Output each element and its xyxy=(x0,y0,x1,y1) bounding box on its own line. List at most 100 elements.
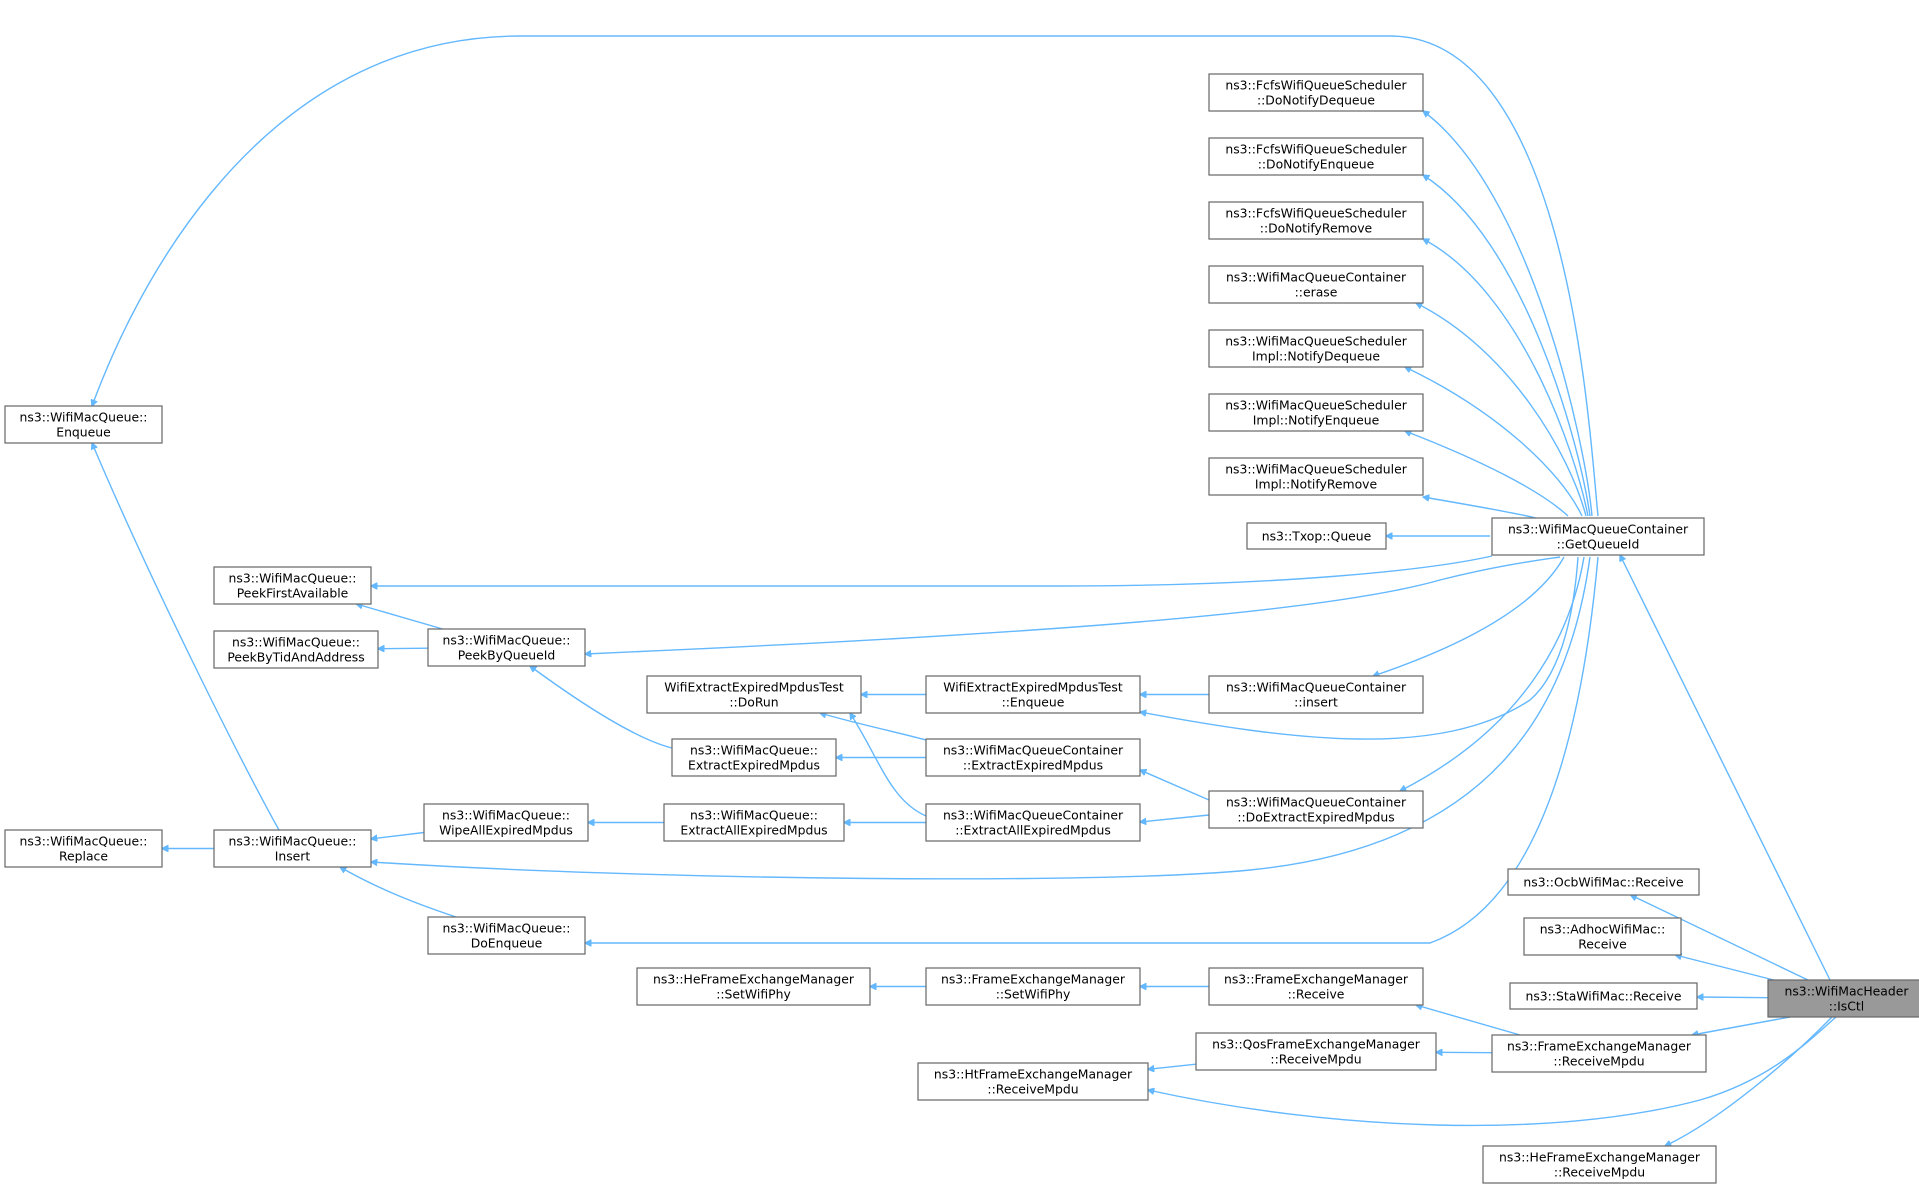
node-box[interactable] xyxy=(1507,868,1700,896)
node-test-dorun[interactable]: WifiExtractExpiredMpdusTest::DoRun xyxy=(646,675,862,714)
node-box[interactable] xyxy=(671,738,837,777)
node-fcfs-rem[interactable]: ns3::FcfsWifiQueueScheduler::DoNotifyRem… xyxy=(1208,201,1424,240)
node-fcfs-enq[interactable]: ns3::FcfsWifiQueueScheduler::DoNotifyEnq… xyxy=(1208,137,1424,176)
node-label: ::erase xyxy=(1295,285,1338,300)
node-label: ns3::FrameExchangeManager xyxy=(1507,1039,1692,1054)
node-label: ns3::WifiMacHeader xyxy=(1785,984,1910,999)
node-box[interactable] xyxy=(1208,790,1424,829)
edge-q_insert-to-q_doenqueue xyxy=(340,867,457,918)
node-box[interactable] xyxy=(636,967,871,1006)
node-label: ns3::HeFrameExchangeManager xyxy=(1499,1150,1701,1165)
node-q-doenqueue[interactable]: ns3::WifiMacQueue::DoEnqueue xyxy=(427,916,586,955)
edge-ht_rxmpdu-to-isctl xyxy=(1148,1016,1837,1127)
node-isctl[interactable]: ns3::WifiMacHeader::IsCtl xyxy=(1767,979,1919,1018)
node-box[interactable] xyxy=(1208,457,1424,496)
node-box[interactable] xyxy=(663,803,845,842)
node-box[interactable] xyxy=(1523,917,1682,956)
node-box[interactable] xyxy=(1208,73,1424,112)
edge-sched_rem-to-getqueueid xyxy=(1423,497,1537,519)
node-fcfs-deq[interactable]: ns3::FcfsWifiQueueScheduler::DoNotifyDeq… xyxy=(1208,73,1424,112)
node-label: ns3::AdhocWifiMac:: xyxy=(1540,922,1666,937)
node-he-setphy[interactable]: ns3::HeFrameExchangeManager::SetWifiPhy xyxy=(636,967,871,1006)
node-label: PeekFirstAvailable xyxy=(237,586,349,601)
node-box[interactable] xyxy=(1208,201,1424,240)
node-label: Replace xyxy=(59,849,108,864)
node-box[interactable] xyxy=(1208,967,1424,1006)
node-label: ::DoRun xyxy=(729,695,778,710)
node-peekbyqid[interactable]: ns3::WifiMacQueue::PeekByQueueId xyxy=(427,628,586,667)
node-q-extractexp[interactable]: ns3::WifiMacQueue::ExtractExpiredMpdus xyxy=(671,738,837,777)
node-box[interactable] xyxy=(646,675,862,714)
node-box[interactable] xyxy=(4,829,163,868)
node-box[interactable] xyxy=(1509,982,1698,1010)
node-cont-extractall[interactable]: ns3::WifiMacQueueContainer::ExtractAllEx… xyxy=(925,803,1141,842)
node-label: ::ReceiveMpdu xyxy=(1270,1052,1361,1067)
node-cont-doextract[interactable]: ns3::WifiMacQueueContainer::DoExtractExp… xyxy=(1208,790,1424,829)
node-box[interactable] xyxy=(427,916,586,955)
edge-ht_rxmpdu-to-qos_rxmpdu xyxy=(1148,1063,1197,1069)
node-he-rxmpdu[interactable]: ns3::HeFrameExchangeManager::ReceiveMpdu xyxy=(1482,1145,1717,1184)
node-txop-queue[interactable]: ns3::Txop::Queue xyxy=(1246,522,1387,550)
node-box[interactable] xyxy=(925,738,1141,777)
node-box[interactable] xyxy=(4,405,163,444)
node-label: ::Enqueue xyxy=(1002,695,1065,710)
edge-q_insert-to-q_wipe xyxy=(371,831,425,839)
node-qos-rxmpdu[interactable]: ns3::QosFrameExchangeManager::ReceiveMpd… xyxy=(1195,1032,1437,1071)
node-label: Enqueue xyxy=(56,425,111,440)
node-ocb-receive[interactable]: ns3::OcbWifiMac::Receive xyxy=(1507,868,1700,896)
node-box[interactable] xyxy=(1482,1145,1717,1184)
node-fem-receive[interactable]: ns3::FrameExchangeManager::Receive xyxy=(1208,967,1424,1006)
node-sched-enq[interactable]: ns3::WifiMacQueueSchedulerImpl::NotifyEn… xyxy=(1208,393,1424,432)
node-box[interactable] xyxy=(1208,393,1424,432)
edge-sched_enq-to-getqueueid xyxy=(1405,431,1569,517)
node-cont-extractexp[interactable]: ns3::WifiMacQueueContainer::ExtractExpir… xyxy=(925,738,1141,777)
node-box[interactable] xyxy=(1208,265,1424,304)
node-box[interactable] xyxy=(213,829,372,868)
node-label: WifiExtractExpiredMpdusTest xyxy=(943,680,1123,695)
node-ht-rxmpdu[interactable]: ns3::HtFrameExchangeManager::ReceiveMpdu xyxy=(917,1062,1149,1101)
node-cont-erase[interactable]: ns3::WifiMacQueueContainer::erase xyxy=(1208,265,1424,304)
node-box[interactable] xyxy=(917,1062,1149,1101)
node-label: WifiExtractExpiredMpdusTest xyxy=(664,680,844,695)
node-getqueueid[interactable]: ns3::WifiMacQueueContainer::GetQueueId xyxy=(1491,517,1705,556)
node-label: ::DoNotifyEnqueue xyxy=(1258,157,1375,172)
node-label: ::ReceiveMpdu xyxy=(987,1082,1078,1097)
node-q-extractall[interactable]: ns3::WifiMacQueue::ExtractAllExpiredMpdu… xyxy=(663,803,845,842)
node-box[interactable] xyxy=(925,803,1141,842)
node-box[interactable] xyxy=(1246,522,1387,550)
node-box[interactable] xyxy=(925,675,1141,714)
node-box[interactable] xyxy=(213,566,372,605)
node-q-insert[interactable]: ns3::WifiMacQueue::Insert xyxy=(213,829,372,868)
node-label: ns3::StaWifiMac::Receive xyxy=(1525,989,1681,1004)
node-q-wipe[interactable]: ns3::WifiMacQueue::WipeAllExpiredMpdus xyxy=(423,803,589,842)
node-adhoc-receive[interactable]: ns3::AdhocWifiMac::Receive xyxy=(1523,917,1682,956)
node-label: ::DoNotifyRemove xyxy=(1260,221,1372,236)
node-fem-setphy[interactable]: ns3::FrameExchangeManager::SetWifiPhy xyxy=(925,967,1141,1006)
node-box[interactable] xyxy=(925,967,1141,1006)
node-fem-rxmpdu[interactable]: ns3::FrameExchangeManager::ReceiveMpdu xyxy=(1491,1034,1707,1073)
node-box[interactable] xyxy=(1767,979,1919,1018)
node-cont-insert[interactable]: ns3::WifiMacQueueContainer::insert xyxy=(1208,675,1424,714)
node-box[interactable] xyxy=(1491,1034,1707,1073)
node-box[interactable] xyxy=(1208,675,1424,714)
node-peekbytid[interactable]: ns3::WifiMacQueue::PeekByTidAndAddress xyxy=(213,630,379,669)
node-peekfirst[interactable]: ns3::WifiMacQueue::PeekFirstAvailable xyxy=(213,566,372,605)
node-box[interactable] xyxy=(1208,329,1424,368)
node-q-enqueue[interactable]: ns3::WifiMacQueue::Enqueue xyxy=(4,405,163,444)
node-box[interactable] xyxy=(1491,517,1705,556)
node-label: ::DoExtractExpiredMpdus xyxy=(1237,810,1394,825)
edge-sched_deq-to-getqueueid xyxy=(1405,367,1583,517)
node-sched-rem[interactable]: ns3::WifiMacQueueSchedulerImpl::NotifyRe… xyxy=(1208,457,1424,496)
node-q-replace[interactable]: ns3::WifiMacQueue::Replace xyxy=(4,829,163,868)
node-test-enq[interactable]: WifiExtractExpiredMpdusTest::Enqueue xyxy=(925,675,1141,714)
node-box[interactable] xyxy=(427,628,586,667)
node-sta-receive[interactable]: ns3::StaWifiMac::Receive xyxy=(1509,982,1698,1010)
node-label: ::ReceiveMpdu xyxy=(1553,1054,1644,1069)
node-label: ns3::QosFrameExchangeManager xyxy=(1212,1037,1421,1052)
node-sched-deq[interactable]: ns3::WifiMacQueueSchedulerImpl::NotifyDe… xyxy=(1208,329,1424,368)
node-box[interactable] xyxy=(1195,1032,1437,1071)
node-label: ExtractExpiredMpdus xyxy=(688,758,820,773)
node-box[interactable] xyxy=(213,630,379,669)
node-box[interactable] xyxy=(1208,137,1424,176)
node-box[interactable] xyxy=(423,803,589,842)
